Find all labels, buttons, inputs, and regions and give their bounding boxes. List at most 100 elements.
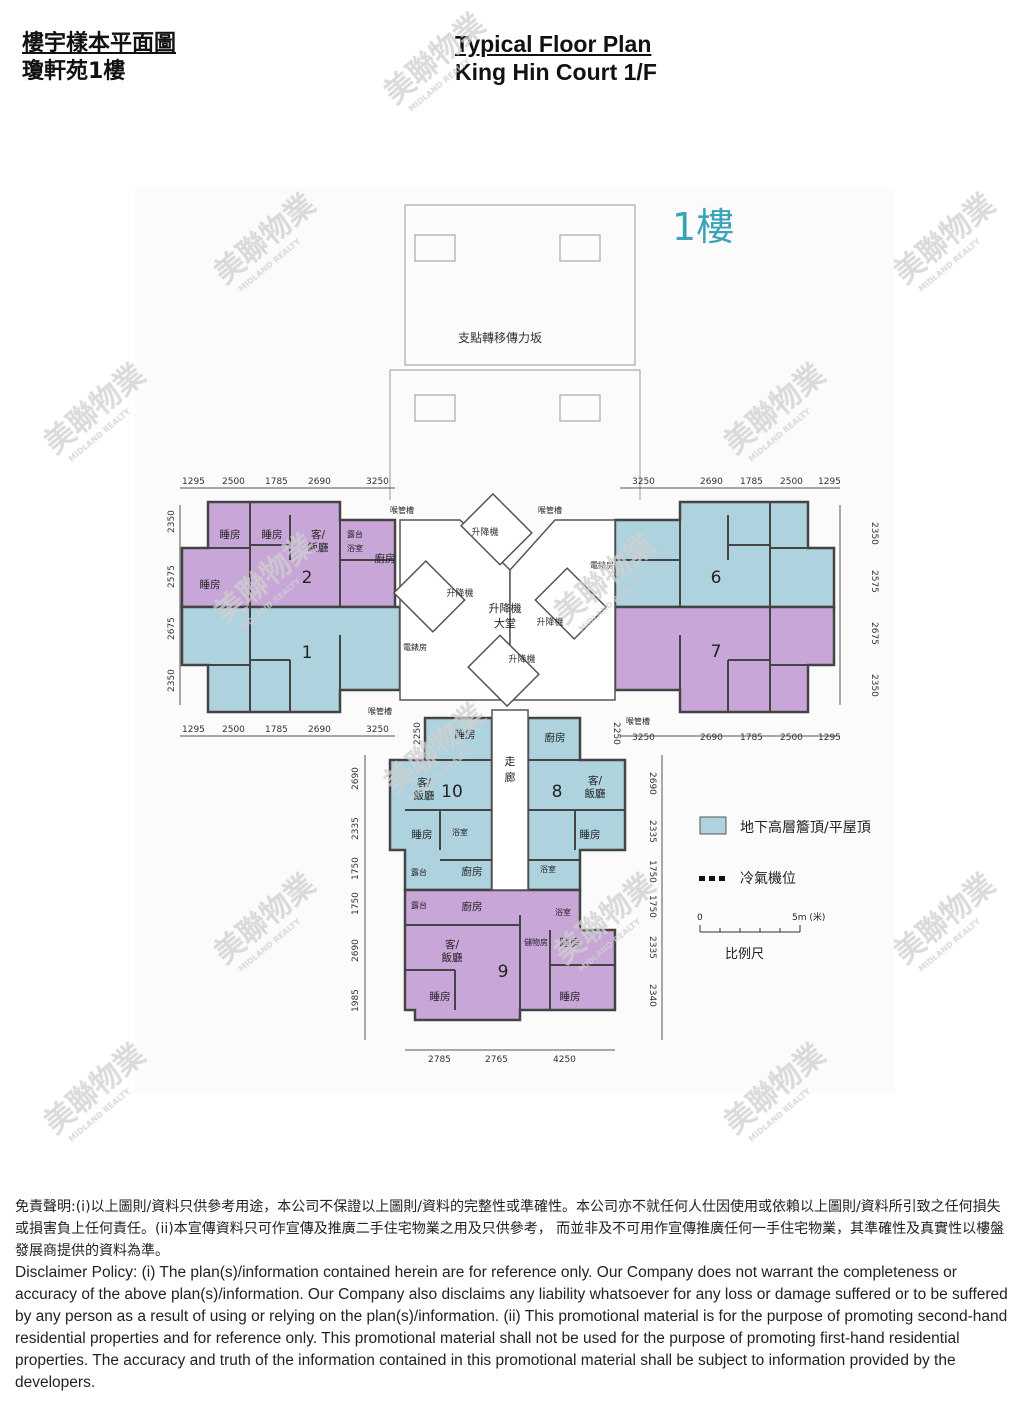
dim-bottom-3: 4250 — [553, 1055, 576, 1065]
room-bedroom-10a: 睡房 — [455, 728, 476, 741]
interior-walls — [208, 502, 808, 1010]
corridor-label-1: 走 — [505, 755, 516, 768]
dim-top-right-2: 2690 — [700, 477, 723, 487]
room-living-10: 客/ — [417, 776, 431, 789]
pipe-duct-mid-left: 喉管槽 — [368, 706, 392, 716]
pipe-duct-mid-right: 喉管槽 — [626, 716, 650, 726]
scale-label: 比例尺 — [725, 947, 764, 962]
room-dining-2: 飯廳 — [308, 541, 329, 554]
dim-top-right-3: 1785 — [740, 477, 763, 487]
room-bedroom-2b: 睡房 — [262, 528, 283, 541]
subtitle-cn: 瓊軒苑1樓 — [22, 59, 126, 84]
dim-left-v-3: 2675 — [167, 617, 177, 640]
disclaimer: 免責聲明:(i)以上圖則/資料只供參考用途，本公司不保證以上圖則/資料的完整性或… — [15, 1196, 1010, 1394]
electric-room-right: 電錶房 — [590, 560, 614, 570]
legend-roof-swatch — [699, 816, 727, 835]
dim-mid-left-3: 1785 — [265, 725, 288, 735]
room-bedroom-2a: 睡房 — [220, 528, 241, 541]
watermark-1: 美聯物業 MIDLAND REALTY — [378, 7, 492, 113]
dim-top-right-4: 2500 — [780, 477, 803, 487]
room-bedroom-10b: 睡房 — [412, 828, 433, 841]
room-dining-10: 飯廳 — [414, 789, 435, 802]
dim-low-left-1: 2690 — [351, 767, 361, 790]
unit-number-2: 2 — [302, 568, 313, 588]
lift-label-2: 升降機 — [446, 587, 473, 599]
electric-room-left: 電錶房 — [403, 642, 427, 652]
dim-misc-right: 2250 — [611, 722, 621, 745]
unit-number-9: 9 — [498, 962, 509, 982]
dim-low-right-6: 2340 — [647, 984, 657, 1007]
title-cn: 樓宇樣本平面圖 — [22, 31, 177, 56]
page-title-english: Typical Floor Plan King Hin Court 1/F — [455, 30, 657, 86]
unit-number-6: 6 — [711, 568, 722, 588]
dim-mid-right-1: 3250 — [632, 733, 655, 743]
watermark-3-cn: 美聯物業 — [888, 187, 1002, 291]
dim-mid-right-3: 1785 — [740, 733, 763, 743]
transfer-slab-label: 支點轉移傳力坂 — [458, 331, 542, 345]
room-kitchen-10: 廚房 — [462, 865, 483, 878]
watermark-12-cn: 美聯物業 — [38, 1037, 152, 1141]
dim-mid-left-1: 1295 — [182, 725, 205, 735]
pipe-duct-top-left: 喉管槽 — [390, 505, 414, 515]
room-living-2: 客/ — [311, 528, 325, 541]
watermark-4-cn: 美聯物業 — [38, 357, 152, 461]
dim-low-right-1: 2690 — [647, 772, 657, 795]
unit-number-10: 10 — [441, 782, 463, 802]
watermark-3: 美聯物業 MIDLAND REALTY — [888, 187, 1002, 293]
dim-misc-left: 2250 — [413, 722, 423, 745]
room-labels: 睡房 睡房 睡房 客/ 飯廳 廚房 浴室 露台 喉管槽 喉管槽 電錶房 電錶房 … — [200, 505, 651, 1003]
lobby-label-1: 升降機 — [489, 601, 522, 615]
dim-top-left-5: 3250 — [366, 477, 389, 487]
dim-right-v-1: 2350 — [869, 522, 879, 545]
room-bedroom-8: 睡房 — [580, 828, 601, 841]
dim-mid-left-2: 2500 — [222, 725, 245, 735]
room-bedroom-9b: 睡房 — [560, 936, 581, 949]
dim-low-right-4: 1750 — [647, 895, 657, 918]
dim-left-v-1: 2350 — [167, 510, 177, 533]
dim-low-right-3: 1750 — [647, 860, 657, 883]
legend-roof-label: 地下高層簷頂/平屋頂 — [740, 819, 871, 836]
lobby-label-2: 大堂 — [494, 616, 516, 630]
dim-low-right-2: 2335 — [647, 820, 657, 843]
dim-low-left-5: 2690 — [351, 939, 361, 962]
dim-top-left-1: 1295 — [182, 477, 205, 487]
dim-left-v-2: 2575 — [167, 565, 177, 588]
lift-label-3: 升降機 — [536, 616, 563, 628]
room-balcony-2: 露台 — [347, 529, 363, 539]
dim-top-right-1: 3250 — [632, 477, 655, 487]
scale-bar — [699, 925, 801, 933]
dim-bottom-1: 2785 — [428, 1055, 451, 1065]
room-kitchen-8: 廚房 — [545, 731, 566, 744]
disclaimer-english: Disclaimer Policy: (i) The plan(s)/infor… — [15, 1264, 1008, 1391]
unit-number-7: 7 — [711, 642, 722, 662]
dim-mid-left-4: 2690 — [308, 725, 331, 735]
dim-low-left-4: 1750 — [351, 892, 361, 915]
scale-max: 5m (米) — [792, 911, 825, 923]
title-en: Typical Floor Plan — [455, 31, 652, 57]
legend-ac-label: 冷氣機位 — [740, 871, 796, 887]
lift-label-1: 升降機 — [471, 526, 498, 538]
unit-numbers: 2 1 6 7 10 8 9 — [302, 568, 722, 982]
dim-mid-right-4: 2500 — [780, 733, 803, 743]
transfer-slab — [389, 204, 641, 500]
floor-plan-diagram: 支點轉移傳力坂 1樓 1295 2500 1785 2690 3250 3250… — [38, 7, 1002, 1143]
dim-mid-left-5: 3250 — [366, 725, 389, 735]
dim-top-left-2: 2500 — [222, 477, 245, 487]
dim-right-v-3: 2675 — [869, 622, 879, 645]
dim-left-v-4: 2350 — [167, 669, 177, 692]
legend: 地下高層簷頂/平屋頂 冷氣機位 0 5m (米) 比例尺 — [697, 816, 871, 962]
room-kitchen-9: 廚房 — [462, 900, 483, 913]
dim-right-v-2: 2575 — [869, 570, 879, 593]
watermark-11: 美聯物業 MIDLAND REALTY — [888, 867, 1002, 973]
dim-low-left-6: 1985 — [351, 989, 361, 1012]
room-storage-9: 儲物房 — [524, 937, 548, 947]
room-dining-9: 飯廳 — [442, 951, 463, 964]
room-bath-2: 浴室 — [347, 543, 363, 553]
unit-number-1: 1 — [302, 643, 313, 663]
unit-7-area — [613, 605, 836, 714]
dim-bottom-2: 2765 — [485, 1055, 508, 1065]
legend-ac-swatch — [699, 876, 725, 881]
dim-low-right-5: 2335 — [647, 936, 657, 959]
room-bath-9: 浴室 — [555, 907, 571, 917]
dim-low-left-3: 1750 — [351, 857, 361, 880]
